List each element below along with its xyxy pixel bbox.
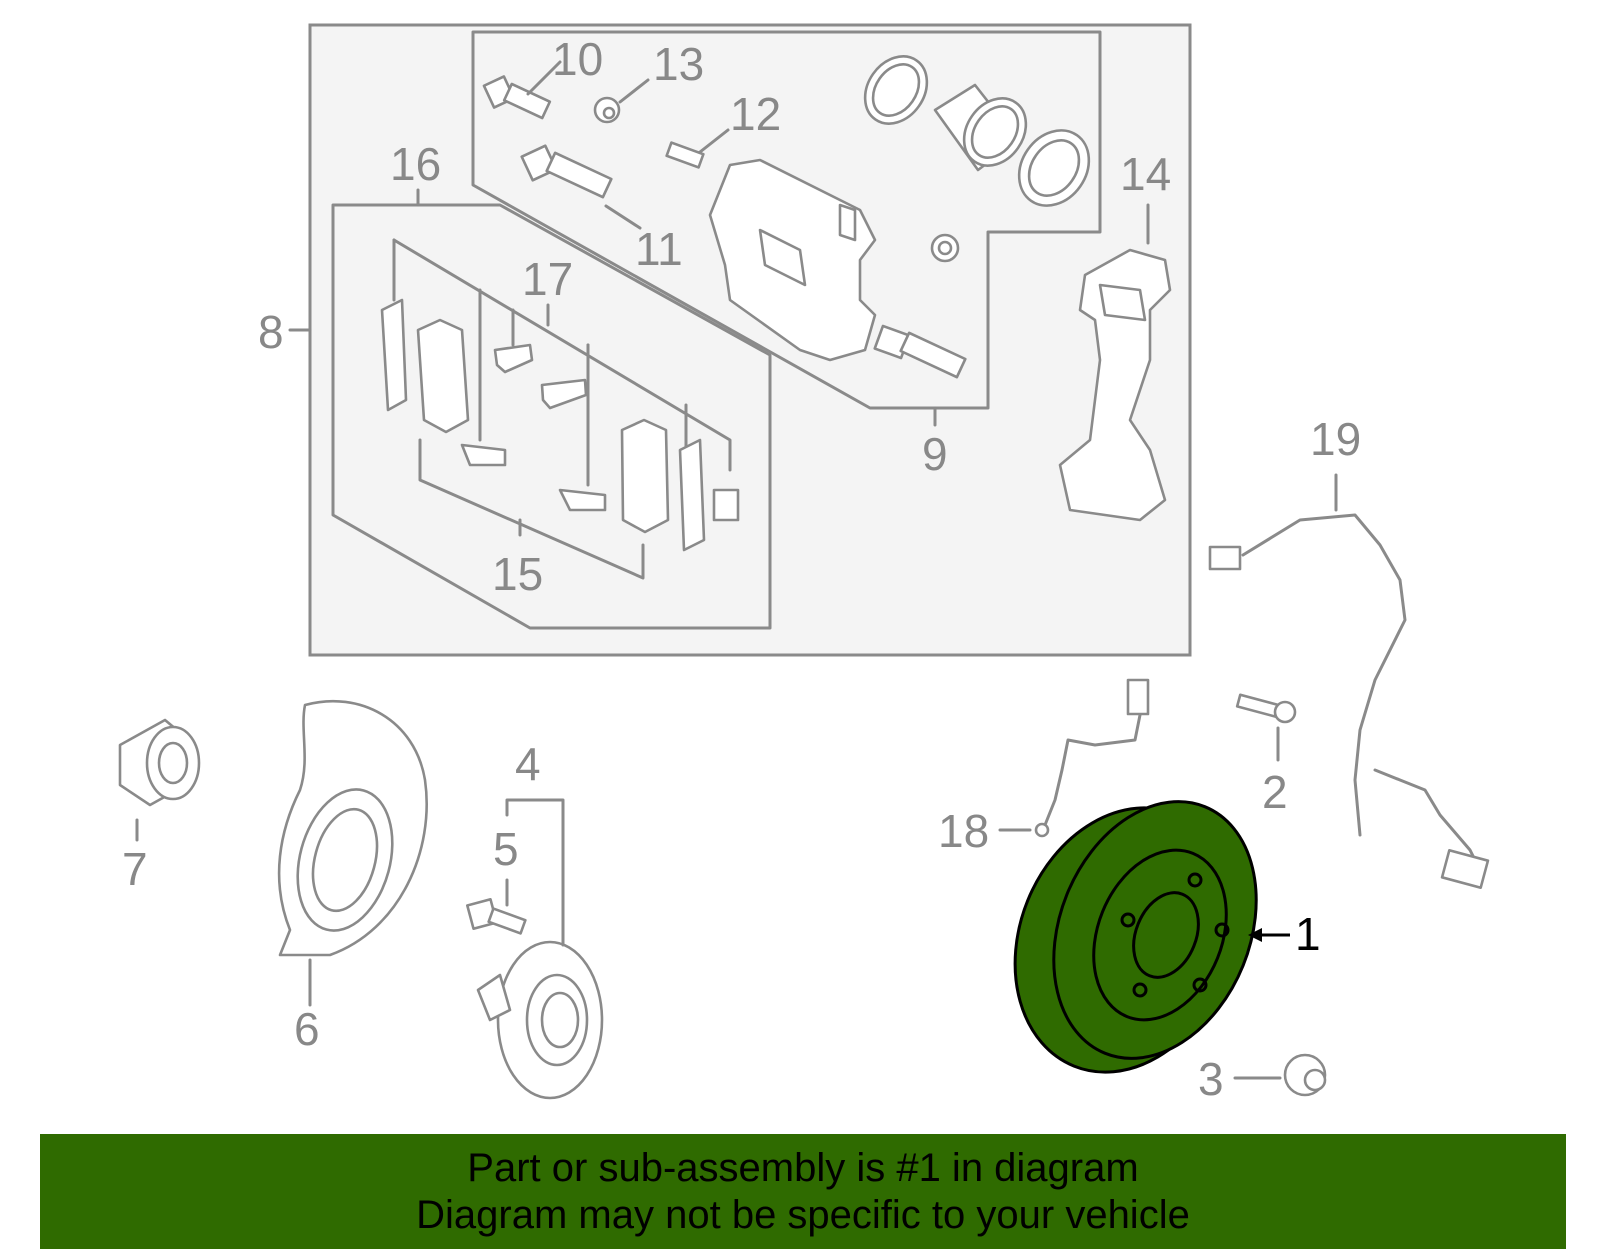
dust-shield-part-6 — [277, 699, 428, 1007]
pad-set-bracket — [392, 238, 732, 472]
cap-part-13 — [593, 78, 650, 124]
hub-bolt-part-5 — [466, 878, 527, 935]
caliper-piston — [933, 83, 1028, 172]
bleeder-screw-part-12 — [665, 128, 730, 169]
pad-clip-set — [460, 343, 607, 512]
callout-7: 7 — [122, 843, 148, 895]
callout-19: 19 — [1310, 413, 1361, 465]
callout-5: 5 — [493, 823, 519, 875]
brake-pad-inner — [380, 298, 470, 434]
banner-line-1: Part or sub-assembly is #1 in diagram — [467, 1145, 1139, 1190]
callout-11: 11 — [635, 223, 683, 275]
callout-4: 4 — [515, 738, 541, 790]
screw-part-2 — [1235, 693, 1297, 762]
callout-8: 8 — [258, 306, 284, 358]
banner-line-2: Diagram may not be specific to your vehi… — [416, 1192, 1190, 1237]
lower-guide-pin — [873, 324, 967, 379]
callout-13: 13 — [653, 38, 704, 90]
abs-sensor-part-19 — [1208, 473, 1490, 889]
rotor-center-bore — [1132, 891, 1200, 979]
wheel-bearing-part-7 — [118, 718, 201, 842]
pad-kit-box — [331, 203, 772, 630]
brake-pad-outer — [620, 418, 740, 552]
callout-15: 15 — [492, 548, 543, 600]
wheel-hub-part-4 — [476, 798, 604, 1100]
caliper-body — [708, 158, 877, 362]
callout-10: 10 — [552, 33, 603, 85]
guide-boot — [930, 233, 960, 263]
guide-pin-part-11 — [520, 144, 642, 230]
info-banner: Part or sub-assembly is #1 in diagram Di… — [40, 1134, 1566, 1249]
callout-14: 14 — [1120, 148, 1171, 200]
callout-17: 17 — [522, 253, 573, 305]
callout-12: 12 — [730, 88, 781, 140]
piston-seal-ring — [863, 55, 929, 125]
nut-part-3 — [1233, 1053, 1327, 1097]
callout-2: 2 — [1262, 766, 1288, 818]
brake-rotor-part-1 — [1013, 800, 1290, 1074]
caliper-subassembly-box — [471, 30, 1102, 410]
callout-6: 6 — [294, 1003, 320, 1055]
guide-bolt-part-10 — [482, 60, 562, 120]
brake-hose-part-18 — [998, 678, 1150, 838]
callout-9: 9 — [922, 428, 948, 480]
callout-16: 16 — [390, 138, 441, 190]
callout-3: 3 — [1198, 1053, 1224, 1105]
callout-18: 18 — [938, 805, 989, 857]
callout-1: 1 — [1295, 908, 1321, 960]
piston-dust-boot — [1017, 129, 1091, 207]
caliper-bracket-part-14 — [1058, 203, 1172, 522]
